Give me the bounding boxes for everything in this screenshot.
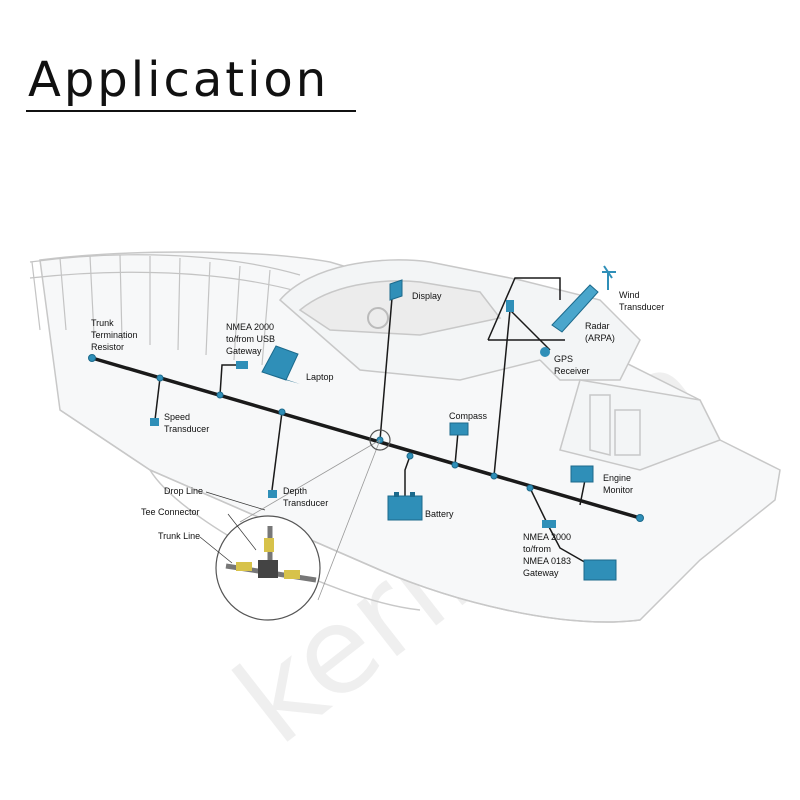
label-radar: Radar (ARPA) [585, 321, 615, 343]
nmea0183-gateway-icon [542, 520, 556, 528]
wind-transducer-icon [602, 265, 616, 290]
label-usb-gateway: NMEA 2000 to/from USB Gateway [226, 322, 278, 356]
compass-icon [449, 422, 469, 436]
label-compass: Compass [449, 411, 488, 421]
cabin-superstructure [278, 259, 722, 471]
radar-icon [551, 284, 599, 333]
label-battery: Battery [425, 509, 454, 519]
tee-detail-inset [215, 429, 391, 621]
battery-icon [387, 492, 423, 521]
label-wind: Wind Transducer [619, 290, 664, 312]
bow-railing [29, 254, 301, 366]
label-trunk-resistor: Trunk Termination Resistor [91, 318, 140, 352]
label-engine: Engine Monitor [603, 473, 634, 495]
label-nmea0183-gateway: NMEA 2000 to/from NMEA 0183 Gateway [523, 532, 574, 578]
trunk-line [91, 356, 641, 520]
depth-transducer-icon [268, 490, 277, 498]
radar-mount-icon [506, 300, 514, 312]
page-title: Application [28, 52, 330, 108]
tee-connector-icon [258, 560, 278, 578]
inset-leaders [199, 491, 266, 564]
speed-transducer-icon [150, 418, 159, 426]
display-icon [389, 279, 403, 301]
label-gps: GPS Receiver [554, 354, 590, 376]
steering-wheel-icon [367, 307, 389, 329]
label-display: Display [412, 291, 442, 301]
label-drop-line: Drop Line [164, 486, 203, 496]
usb-gateway-icon [236, 361, 248, 369]
labels: Trunk Termination Resistor NMEA 2000 to/… [91, 290, 664, 578]
nmea0183-device-icon [583, 559, 617, 581]
gps-receiver-icon [540, 347, 550, 357]
label-laptop: Laptop [306, 372, 334, 382]
label-depth: Depth Transducer [283, 486, 328, 508]
tee-nodes [88, 354, 644, 522]
title-underline [26, 110, 356, 112]
label-trunk-line: Trunk Line [158, 531, 200, 541]
label-speed: Speed Transducer [164, 412, 209, 434]
laptop-icon [261, 345, 300, 384]
devices [150, 265, 617, 581]
engine-monitor-icon [570, 465, 594, 483]
label-tee-connector: Tee Connector [141, 507, 200, 517]
